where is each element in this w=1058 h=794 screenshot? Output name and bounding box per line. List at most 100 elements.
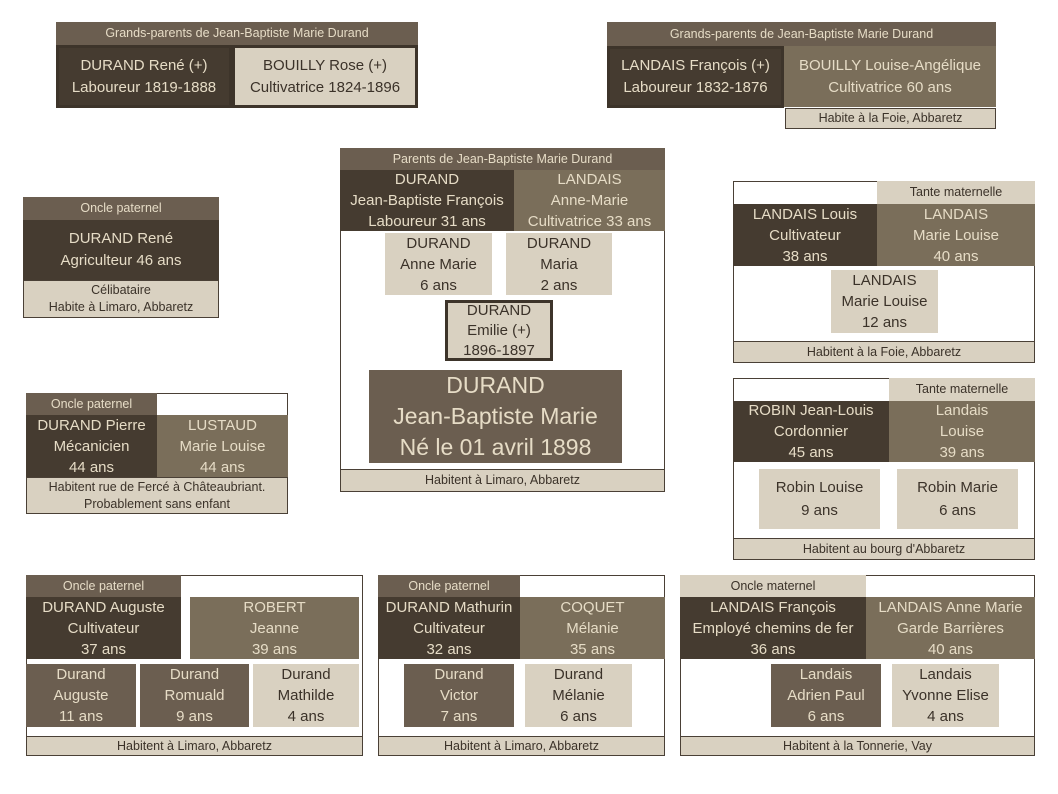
parents-footer: Habitent à Limaro, Abbaretz bbox=[340, 469, 665, 492]
gp-maternal-footer: Habite à la Foie, Abbaretz bbox=[785, 108, 996, 129]
uncle-rene-footer-line-1: Habite à Limaro, Abbaretz bbox=[48, 300, 194, 314]
father-box-line-0: DURAND bbox=[394, 171, 460, 188]
aunt-marie-louise-footer-line-0: Habitent à la Foie, Abbaretz bbox=[806, 345, 962, 359]
parents-title-line-0: Parents de Jean-Baptiste Marie Durand bbox=[392, 152, 613, 166]
gp-paternal-grandmother-line-0: BOUILLY Rose (+) bbox=[262, 56, 388, 74]
uncle-francois-title: Oncle maternel bbox=[680, 575, 866, 597]
gp-maternal-grandmother-line-1: Cultivatrice 60 ans bbox=[828, 78, 952, 96]
cousin-box-line-2: 11 ans bbox=[59, 708, 103, 725]
uncle-auguste-title: Oncle paternel bbox=[26, 575, 181, 597]
cousin-box-line-2: 9 ans bbox=[176, 708, 213, 725]
uncle-francois-husband-line-0: LANDAIS François bbox=[710, 598, 836, 616]
uncle-mathurin-wife-line-0: COQUET bbox=[560, 598, 625, 616]
uncle-francois-wife-line-0: LANDAIS Anne Marie bbox=[878, 598, 1023, 616]
cousin-box-line-2: 4 ans bbox=[287, 708, 325, 725]
uncle-auguste-wife-line-2: 39 ans bbox=[251, 640, 298, 658]
cousin-box-line-2: 6 ans bbox=[560, 708, 597, 725]
father-box-line-2: Laboureur 31 ans bbox=[368, 213, 486, 230]
cousin-box-line-0: Durand bbox=[281, 666, 331, 683]
uncle-rene-person-line-0: DURAND René bbox=[68, 230, 174, 247]
sibling-box-line-1: Maria bbox=[540, 255, 578, 273]
aunt-louise-wife-line-1: Louise bbox=[939, 423, 985, 440]
aunt-louise-husband-line-2: 45 ans bbox=[788, 444, 834, 461]
uncle-rene-title-line-0: Oncle paternel bbox=[80, 201, 162, 215]
uncle-pierre-husband-line-2: 44 ans bbox=[68, 458, 115, 476]
uncle-rene-title: Oncle paternel bbox=[23, 197, 219, 220]
cousin-box-line-1: Mélanie bbox=[552, 687, 605, 704]
aunt-marie-louise-wife-line-2: 40 ans bbox=[933, 247, 979, 265]
mother-box-line-2: Cultivatrice 33 ans bbox=[527, 213, 652, 230]
cousin-box-line-2: 6 ans bbox=[807, 708, 845, 725]
uncle-pierre-footer-line-1: Probablement sans enfant bbox=[84, 496, 230, 511]
cousin-box: Robin Louise 9 ans bbox=[759, 469, 880, 529]
gp-paternal-title-line-0: Grands-parents de Jean-Baptiste Marie Du… bbox=[105, 26, 369, 40]
aunt-louise-title: Tante maternelle bbox=[889, 378, 1035, 401]
cousin-box-line-1: Marie Louise bbox=[841, 293, 928, 310]
gp-paternal-grandfather-line-1: Laboureur 1819-1888 bbox=[71, 78, 217, 96]
aunt-louise-husband-line-0: ROBIN Jean-Louis bbox=[748, 402, 874, 419]
subject-box-line-2: Né le 01 avril 1898 bbox=[399, 434, 592, 460]
aunt-louise-husband-line-1: Cordonnier bbox=[773, 423, 849, 440]
sibling-box-deceased-line-2: 1896-1897 bbox=[463, 341, 535, 359]
uncle-auguste-title-line-0: Oncle paternel bbox=[62, 579, 145, 593]
uncle-francois-footer-line-0: Habitent à la Tonnerie, Vay bbox=[783, 739, 932, 753]
mother-box-line-1: Anne-Marie bbox=[550, 192, 629, 209]
sibling-box-deceased: DURAND Emilie (+) 1896-1897 bbox=[445, 300, 553, 361]
cousin-box-line-1: Victor bbox=[439, 687, 479, 704]
aunt-marie-louise-wife-line-0: LANDAIS bbox=[923, 205, 989, 223]
cousin-box-line-2: 4 ans bbox=[927, 708, 964, 725]
sibling-box-deceased-line-1: Emilie (+) bbox=[467, 321, 531, 339]
gp-paternal-grandfather-line-0: DURAND René (+) bbox=[80, 56, 208, 74]
uncle-rene-footer-line-0: Célibataire bbox=[91, 283, 151, 297]
cousin-box-line-2: 7 ans bbox=[440, 708, 478, 725]
cousin-box-line-1: Romuald bbox=[164, 687, 225, 704]
aunt-marie-louise-husband-line-2: 38 ans bbox=[782, 247, 828, 265]
aunt-marie-louise-wife-line-1: Marie Louise bbox=[913, 226, 999, 244]
uncle-mathurin-title-line-0: Oncle paternel bbox=[408, 579, 490, 593]
uncle-francois-title-line-0: Oncle maternel bbox=[730, 579, 816, 593]
uncle-mathurin-husband-line-0: DURAND Mathurin bbox=[385, 598, 513, 616]
uncle-francois-husband-line-2: 36 ans bbox=[750, 640, 796, 658]
sibling-box-line-0: DURAND bbox=[406, 234, 471, 252]
cousin-box-line-0: Durand bbox=[169, 666, 220, 683]
gp-maternal-footer-line-0: Habite à la Foie, Abbaretz bbox=[818, 111, 963, 125]
cousin-box-line-0: Robin Louise bbox=[775, 479, 864, 496]
cousin-box-line-0: Landais bbox=[919, 666, 972, 683]
cousin-box-line-0: LANDAIS bbox=[852, 272, 917, 289]
sibling-box-deceased-line-0: DURAND bbox=[466, 301, 532, 319]
uncle-auguste-footer-line-0: Habitent à Limaro, Abbaretz bbox=[117, 739, 272, 753]
sibling-box-line-1: Anne Marie bbox=[400, 255, 477, 273]
cousin-box-line-1: 9 ans bbox=[801, 502, 838, 519]
aunt-louise-footer-line-0: Habitent au bourg d'Abbaretz bbox=[802, 542, 966, 556]
uncle-mathurin-wife-line-2: 35 ans bbox=[569, 640, 616, 658]
uncle-auguste-wife-line-1: Jeanne bbox=[249, 619, 300, 637]
gp-paternal-grandfather: DURAND René (+) Laboureur 1819-1888 bbox=[56, 45, 232, 108]
cousin-box-line-0: Durand bbox=[56, 666, 106, 683]
uncle-mathurin-wife: COQUET Mélanie 35 ans bbox=[520, 597, 665, 659]
gp-maternal-grandfather: LANDAIS François (+)Laboureur 1832-1876 bbox=[607, 46, 784, 108]
gp-maternal-grandfather-line-1: Laboureur 1832-1876 bbox=[623, 79, 768, 96]
cousin-box-line-0: Durand bbox=[553, 666, 604, 683]
uncle-auguste-husband-line-2: 37 ans bbox=[80, 640, 127, 658]
uncle-pierre-title: Oncle paternel bbox=[26, 393, 157, 415]
uncle-mathurin-wife-line-1: Mélanie bbox=[566, 619, 619, 637]
uncle-auguste-husband-line-1: Cultivateur bbox=[67, 619, 140, 637]
cousin-box-line-1: Auguste bbox=[53, 687, 109, 704]
uncle-francois-footer: Habitent à la Tonnerie, Vay bbox=[680, 736, 1035, 756]
aunt-louise-title-line-0: Tante maternelle bbox=[915, 382, 1009, 396]
mother-box-line-0: LANDAIS bbox=[557, 171, 622, 188]
cousin-box-line-1: Mathilde bbox=[277, 687, 335, 704]
